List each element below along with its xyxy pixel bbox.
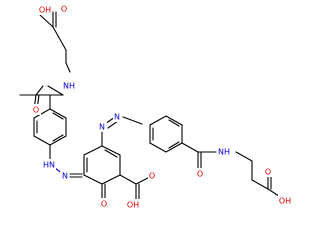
acid-top-o-label: O <box>61 5 67 14</box>
ketone-o-label: O <box>101 200 107 209</box>
central-ring <box>83 131 151 201</box>
molecule-drawing: OH O NH O HN N N N O O OH NH O <box>19 3 292 210</box>
top-carboxyethyl-chain <box>39 11 71 73</box>
left-benzene-ring <box>33 94 67 161</box>
azo-link <box>104 116 143 129</box>
amide-top-nh-label: NH <box>63 82 75 91</box>
hydrazone-hn-label: HN <box>43 161 55 170</box>
acid-right-oh-label: OH <box>279 197 291 206</box>
azo-n1-label: N <box>99 123 105 132</box>
amide-top-o-label: O <box>33 106 39 115</box>
atom-labels: OH O NH O HN N N N O O OH NH O <box>32 3 292 210</box>
ring-acid-o-label: O <box>149 172 155 181</box>
amide-right-nh-label: NH <box>218 148 230 157</box>
right-benzene-ring <box>149 115 199 153</box>
hydrazone-n-label: N <box>62 172 68 181</box>
ring-acid-oh-label: OH <box>127 201 139 210</box>
acid-top-oh-label: OH <box>39 6 51 15</box>
acid-right-o-label: O <box>265 168 271 177</box>
azo-n2-label: N <box>114 113 120 122</box>
chemical-structure-diagram: OH O NH O HN N N N O O OH NH O <box>19 3 292 210</box>
top-amide-group <box>19 85 64 111</box>
amide-right-o-label: O <box>197 170 203 179</box>
